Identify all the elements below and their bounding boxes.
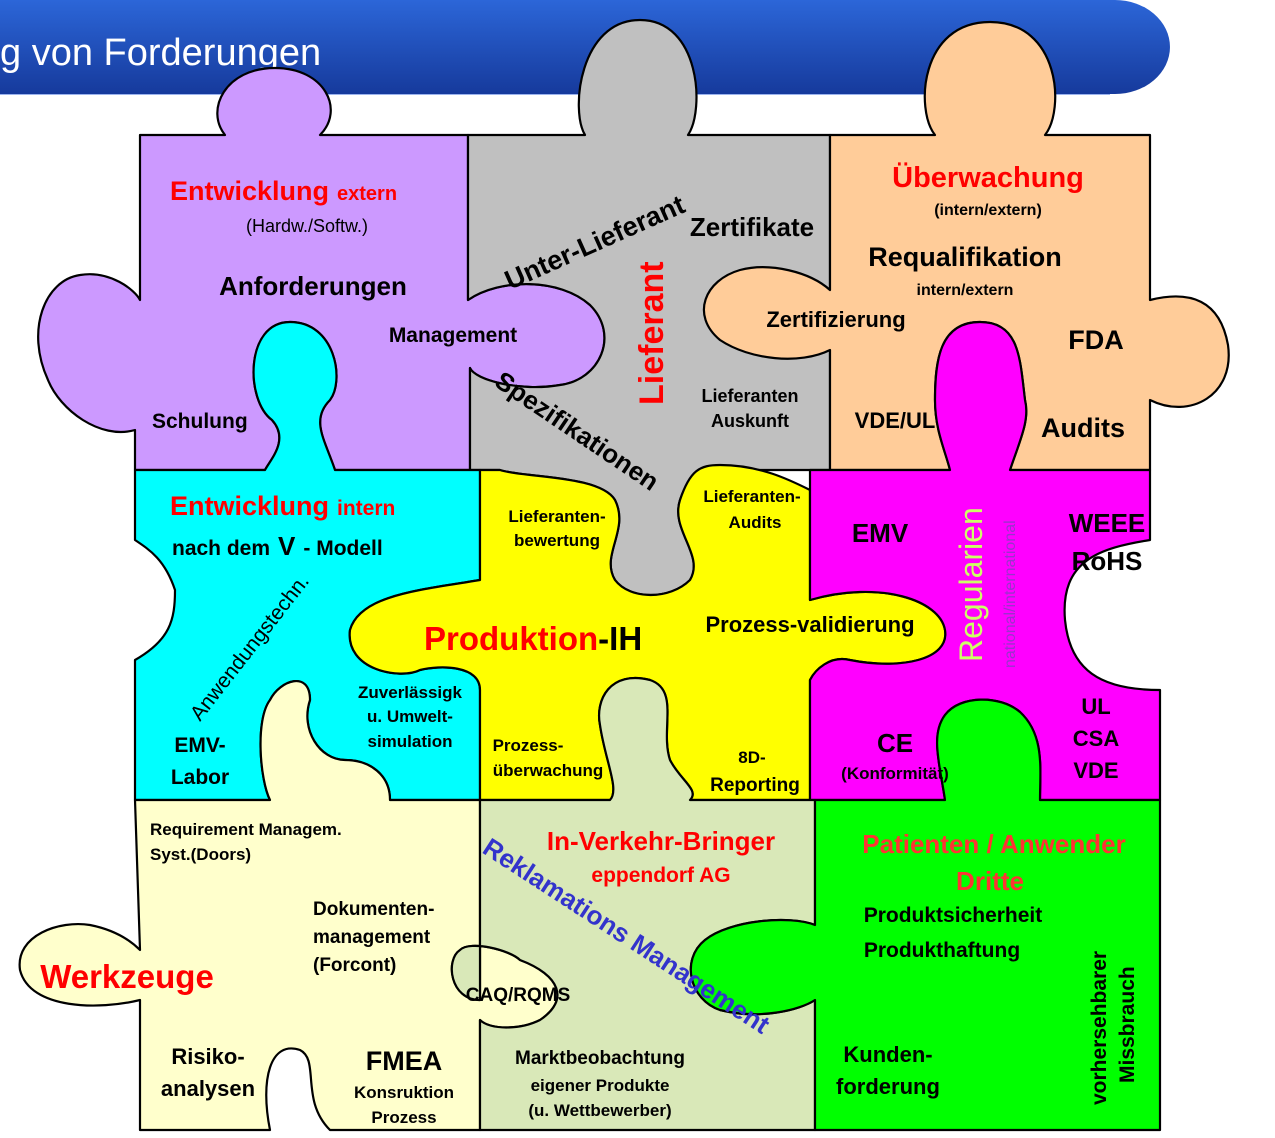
risiko-2: analysen: [161, 1076, 255, 1101]
marktbeobachtung-2: eigener Produkte: [531, 1076, 670, 1095]
audits-label: Audits: [1041, 413, 1125, 443]
ueberwachung-subtitle: (intern/extern): [934, 202, 1042, 219]
piece-patienten: [689, 698, 1162, 1132]
csa-label: CSA: [1073, 726, 1120, 751]
zertifizierung-label: Zertifizierung: [766, 307, 905, 332]
ul-label: UL: [1081, 694, 1110, 719]
reporting-1: 8D-: [738, 748, 765, 767]
anforderungen-label: Anforderungen: [219, 271, 407, 301]
kundenforderung-1: Kunden-: [843, 1042, 932, 1067]
dokumenten-1: Dokumenten-: [313, 899, 434, 920]
in-verkehr-bringer-title: In-Verkehr-Bringer: [547, 826, 775, 856]
lieferantenbewertung-2: bewertung: [514, 531, 600, 550]
requalifikation-label: Requalifikation: [868, 242, 1062, 272]
missbrauch-2: Missbrauch: [1116, 966, 1139, 1083]
fmea-sub-2: Prozess: [371, 1108, 436, 1127]
patienten-title: Patienten / Anwender: [862, 829, 1125, 859]
reporting-2: Reporting: [710, 775, 800, 796]
schulung-label: Schulung: [152, 410, 248, 433]
produktsicherheit-label: Produktsicherheit: [864, 904, 1043, 927]
regularien-subtitle: national/international: [1002, 520, 1019, 668]
zuverlaessigkeit-1: Zuverlässigk: [358, 683, 462, 702]
lieferantenbewertung-1: Lieferanten-: [508, 507, 605, 526]
werkzeuge-title: Werkzeuge: [40, 958, 214, 995]
patienten-title-2: Dritte: [956, 866, 1024, 896]
produkthaftung-label: Produkthaftung: [864, 939, 1020, 962]
prozessueberwachung-1: Prozess-: [493, 736, 564, 755]
requirement-1: Requirement Managem.: [150, 820, 342, 839]
emv-label: EMV: [852, 518, 909, 548]
fmea-label: FMEA: [366, 1046, 443, 1076]
weee-label: WEEE: [1069, 508, 1146, 538]
emv-labor-1: EMV-: [174, 734, 225, 757]
caq-rqms-label: CAQ/RQMS: [466, 985, 571, 1006]
prozessueberwachung-2: überwachung: [493, 761, 604, 780]
emv-labor-2: Labor: [171, 766, 229, 789]
vde-ul-label: VDE/UL: [855, 408, 936, 433]
prozess-validierung-label: Prozess-validierung: [705, 612, 914, 637]
missbrauch-1: vorhersehbarer: [1088, 951, 1111, 1105]
zertifikate-label: Zertifikate: [690, 212, 814, 242]
fmea-sub-1: Konsruktion: [354, 1083, 454, 1102]
dokumenten-2: management: [313, 927, 431, 948]
entwicklung-extern-subtitle: (Hardw./Softw.): [246, 216, 368, 236]
lieferanten-audits-1: Lieferanten-: [703, 487, 800, 506]
ueberwachung-title: Überwachung: [892, 161, 1084, 194]
marktbeobachtung-3: (u. Wettbewerber): [528, 1101, 671, 1120]
requirement-2: Syst.(Doors): [150, 845, 251, 864]
page-title: g von Forderungen: [0, 32, 321, 74]
dokumenten-3: (Forcont): [313, 955, 396, 976]
produktion-title: Produktion-IH: [424, 620, 642, 657]
kundenforderung-2: forderung: [836, 1074, 940, 1099]
ce-label: CE: [877, 728, 913, 758]
eppendorf-label: eppendorf AG: [591, 864, 730, 887]
management-label: Management: [389, 324, 517, 347]
zuverlaessigkeit-3: simulation: [367, 732, 452, 751]
regularien-title: Regularien: [953, 507, 989, 662]
zuverlaessigkeit-2: u. Umwelt-: [367, 707, 453, 726]
fda-label: FDA: [1068, 325, 1124, 355]
ce-sub: (Konformität): [841, 764, 949, 783]
lieferanten-auskunft-2: Auskunft: [711, 411, 789, 431]
risiko-1: Risiko-: [171, 1044, 244, 1069]
vde-label: VDE: [1073, 758, 1118, 783]
lieferanten-auskunft-1: Lieferanten: [701, 386, 798, 406]
requalifikation-sub: intern/extern: [917, 282, 1014, 299]
rohs-label: RoHS: [1072, 546, 1143, 576]
piece-regularien: [808, 320, 1162, 802]
marktbeobachtung-1: Marktbeobachtung: [515, 1048, 685, 1069]
lieferant-title: Lieferant: [633, 261, 671, 405]
lieferanten-audits-2: Audits: [729, 513, 782, 532]
